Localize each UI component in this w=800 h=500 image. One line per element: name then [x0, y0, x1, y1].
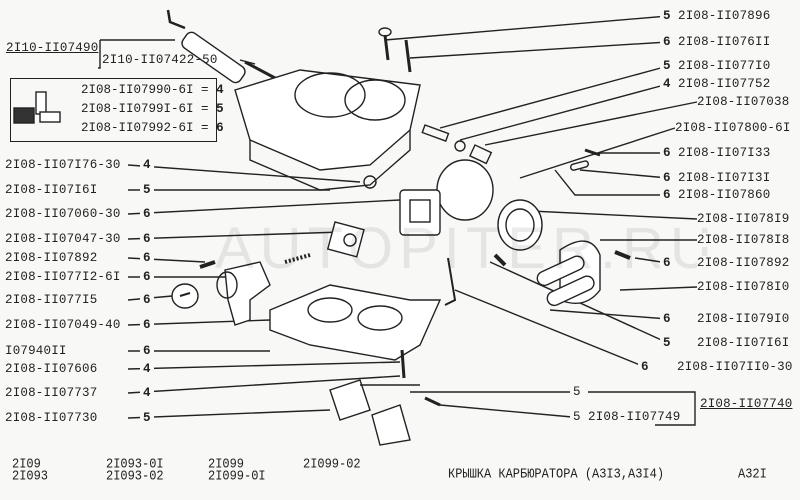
kit-row: 2I08-II07992-6I = 6	[81, 121, 224, 135]
left-part-qty: 6	[140, 293, 154, 307]
left-part-qty: 5	[140, 183, 154, 197]
left-part-qty: 6	[140, 207, 154, 221]
page-title: КРЫШКА КАРБЮРАТОРА (А3I3,А3I4)	[448, 465, 665, 482]
right-part-number: 2I08-II07860	[678, 188, 771, 202]
left-part-number: 2I08-II077I5	[5, 293, 98, 307]
model-code: 2I099-02	[303, 455, 361, 472]
model-code: 2I093-0I	[106, 455, 164, 472]
right-part-number: 2I08-II077I0	[678, 59, 771, 73]
right-part-number: 2I08-II07I33	[678, 146, 771, 160]
fitting-part	[171, 261, 271, 326]
left-part-qty: 5	[140, 411, 154, 425]
right-part-number: 2I08-II078I9	[697, 212, 790, 226]
left-part-number: 2I08-II07I6I	[5, 183, 98, 197]
page-number: А32I	[738, 465, 767, 482]
right-part-qty: 4	[660, 77, 674, 91]
left-part-number: 2I08-II07047-30	[5, 232, 121, 246]
left-part-qty: 6	[140, 270, 154, 284]
watermark: AUTOPITER.RU	[215, 216, 718, 281]
right-part-qty: 6	[660, 146, 674, 160]
left-part-number: 2I08-II07049-40	[5, 318, 121, 332]
left-part-qty: 6	[140, 232, 154, 246]
right-part-qty: 6	[660, 188, 674, 202]
left-part-qty: 6	[140, 344, 154, 358]
kit-part-number: 2I08-II0799I-6I	[81, 102, 194, 116]
bracket-qty: 5	[570, 410, 584, 424]
left-part-number: 2I08-II07606	[5, 362, 98, 376]
kit-row: 2I08-II07990-6I = 4	[81, 83, 224, 97]
left-part-number: 2I08-II07737	[5, 386, 98, 400]
model-code: 2I099-0I	[208, 467, 266, 484]
right-part-qty: 6	[660, 171, 674, 185]
gasket-part	[269, 221, 442, 361]
right-part-qty: 6	[660, 312, 674, 326]
right-part-qty: 5	[660, 59, 674, 73]
right-part-number: 2I08-II07I3I	[678, 171, 771, 185]
assembly-part-number: 2I10-II07490	[6, 41, 99, 55]
left-part-number: 2I08-II07I76-30	[5, 158, 121, 172]
right-part-number: 2I08-II07752	[678, 77, 771, 91]
left-part-qty: 4	[140, 386, 154, 400]
float-part	[329, 257, 457, 446]
kit-qty: 6	[216, 121, 224, 135]
right-part-qty: 6	[638, 360, 652, 374]
right-part-number: 2I08-II078I8	[697, 233, 790, 247]
bracket-qty: 5	[570, 385, 584, 399]
right-part-qty: 5	[660, 336, 674, 350]
kit-qty: 5	[216, 102, 224, 116]
left-part-number: 2I08-II07730	[5, 411, 98, 425]
right-part-number: 2I08-II07892	[697, 256, 790, 270]
left-part-number: 2I08-II07892	[5, 251, 98, 265]
left-part-qty: 4	[140, 158, 154, 172]
bracket-part-number: 2I08-II07749	[588, 410, 681, 424]
left-part-number: 2I08-II07060-30	[5, 207, 121, 221]
right-part-number: 2I08-II07896	[678, 9, 771, 23]
model-code: 2I093-02	[106, 467, 164, 484]
right-part-number: 2I08-II076II	[678, 35, 771, 49]
left-part-number: I07940II	[5, 344, 67, 358]
right-part-qty: 6	[660, 256, 674, 270]
left-part-qty: 6	[140, 318, 154, 332]
float-assembly-part-number: 2I08-II07740	[700, 397, 793, 411]
repair-kit-box: 2I08-II07990-6I = 4 2I08-II0799I-6I = 5 …	[10, 78, 224, 142]
right-part-number: 2I08-II079I0	[697, 312, 790, 326]
diaphragm-housing-part	[399, 159, 601, 307]
right-leader-lines	[384, 15, 698, 426]
kit-qty: 4	[216, 83, 224, 97]
right-part-qty: 6	[660, 35, 674, 49]
right-part-number: 2I08-II078I0	[697, 280, 790, 294]
left-part-qty: 4	[140, 362, 154, 376]
right-part-number: 2I08-II07II0-30	[677, 360, 793, 374]
left-part-number: 2I08-II077I2-6I	[5, 270, 121, 284]
model-code: 2I093	[12, 467, 49, 484]
kit-row: 2I08-II0799I-6I = 5	[81, 102, 224, 116]
equals: =	[201, 102, 209, 116]
screws	[199, 27, 631, 269]
left-part-qty: 6	[140, 251, 154, 265]
right-part-number: 2I08-II07038	[697, 95, 790, 109]
right-part-number: 2I08-II07I6I	[697, 336, 790, 350]
right-part-qty: 5	[660, 9, 674, 23]
solenoid-valve-part	[166, 9, 276, 84]
model-code: 2I099	[208, 455, 245, 472]
repair-kit-icon	[13, 91, 61, 124]
kit-part-number: 2I08-II07992-6I	[81, 121, 194, 135]
solenoid-part-number: 2I10-II07422-50	[102, 53, 218, 67]
equals: =	[201, 83, 209, 97]
right-part-number: 2I08-II07800-6I	[675, 121, 791, 135]
kit-part-number: 2I08-II07990-6I	[81, 83, 194, 97]
equals: =	[201, 121, 209, 135]
model-code: 2I09	[12, 455, 41, 472]
carburetor-cover-part	[234, 69, 421, 191]
